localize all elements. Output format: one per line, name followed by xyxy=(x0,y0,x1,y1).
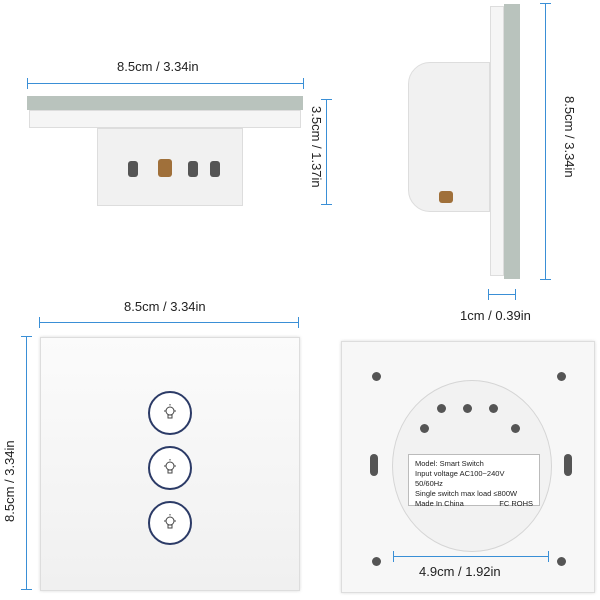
frame-edge xyxy=(490,6,504,276)
mounting-slot xyxy=(564,454,572,476)
frame-edge xyxy=(29,110,301,128)
back-housing xyxy=(408,62,490,212)
touch-button-2[interactable] xyxy=(148,446,192,490)
dimension-line-module-width xyxy=(393,551,549,562)
bulb-icon xyxy=(164,514,176,529)
terminal-screw xyxy=(128,161,138,177)
front-width-label: 8.5cm / 3.34in xyxy=(124,299,206,314)
dimension-line-side-width xyxy=(27,78,304,89)
sticker-load: Single switch max load ≤800W xyxy=(415,489,518,498)
profile-thickness-label: 1cm / 0.39in xyxy=(460,308,531,323)
front-height-label: 8.5cm / 3.34in xyxy=(2,440,17,522)
terminal-hole xyxy=(489,404,498,413)
terminal-screw xyxy=(210,161,220,177)
terminal-hole xyxy=(420,424,429,433)
glass-front-panel xyxy=(40,337,300,591)
dimension-line-profile-thickness xyxy=(488,289,516,300)
sticker-certifications: FC ROHS xyxy=(499,499,533,508)
glass-plate-edge xyxy=(504,4,520,279)
dimension-line-profile-height xyxy=(540,3,551,280)
profile-height-label: 8.5cm / 3.34in xyxy=(562,96,577,178)
touch-button-3[interactable] xyxy=(148,501,192,545)
dimension-line-front-height xyxy=(21,336,32,590)
product-label-sticker: Model: Smart Switch Input voltage AC100~… xyxy=(408,454,540,508)
touch-button-1[interactable] xyxy=(148,391,192,435)
mounting-hole xyxy=(557,372,566,381)
mounting-hole xyxy=(557,557,566,566)
back-housing xyxy=(97,128,243,206)
side-width-label: 8.5cm / 3.34in xyxy=(117,59,199,74)
mounting-slot xyxy=(370,454,378,476)
bulb-icon xyxy=(164,459,176,474)
switch-profile-view xyxy=(398,4,522,279)
terminal-screw xyxy=(439,191,453,203)
mounting-hole xyxy=(372,557,381,566)
dimension-line-front-width xyxy=(39,317,299,328)
mounting-hole xyxy=(372,372,381,381)
bulb-icon xyxy=(164,404,176,419)
glass-plate-edge xyxy=(27,96,303,110)
terminal-hole xyxy=(463,404,472,413)
module-width-label: 4.9cm / 1.92in xyxy=(419,564,501,579)
dimension-line-side-depth xyxy=(321,99,332,205)
terminal-screw xyxy=(158,159,172,177)
side-depth-label: 3.5cm / 1.37in xyxy=(309,106,324,188)
terminal-screw xyxy=(188,161,198,177)
terminal-hole xyxy=(437,404,446,413)
sticker-origin: Made In China xyxy=(415,499,464,508)
terminal-hole xyxy=(511,424,520,433)
sticker-voltage: Input voltage AC100~240V 50/60Hz xyxy=(415,469,505,488)
switch-side-view xyxy=(27,96,303,206)
sticker-model: Model: Smart Switch xyxy=(415,459,484,468)
